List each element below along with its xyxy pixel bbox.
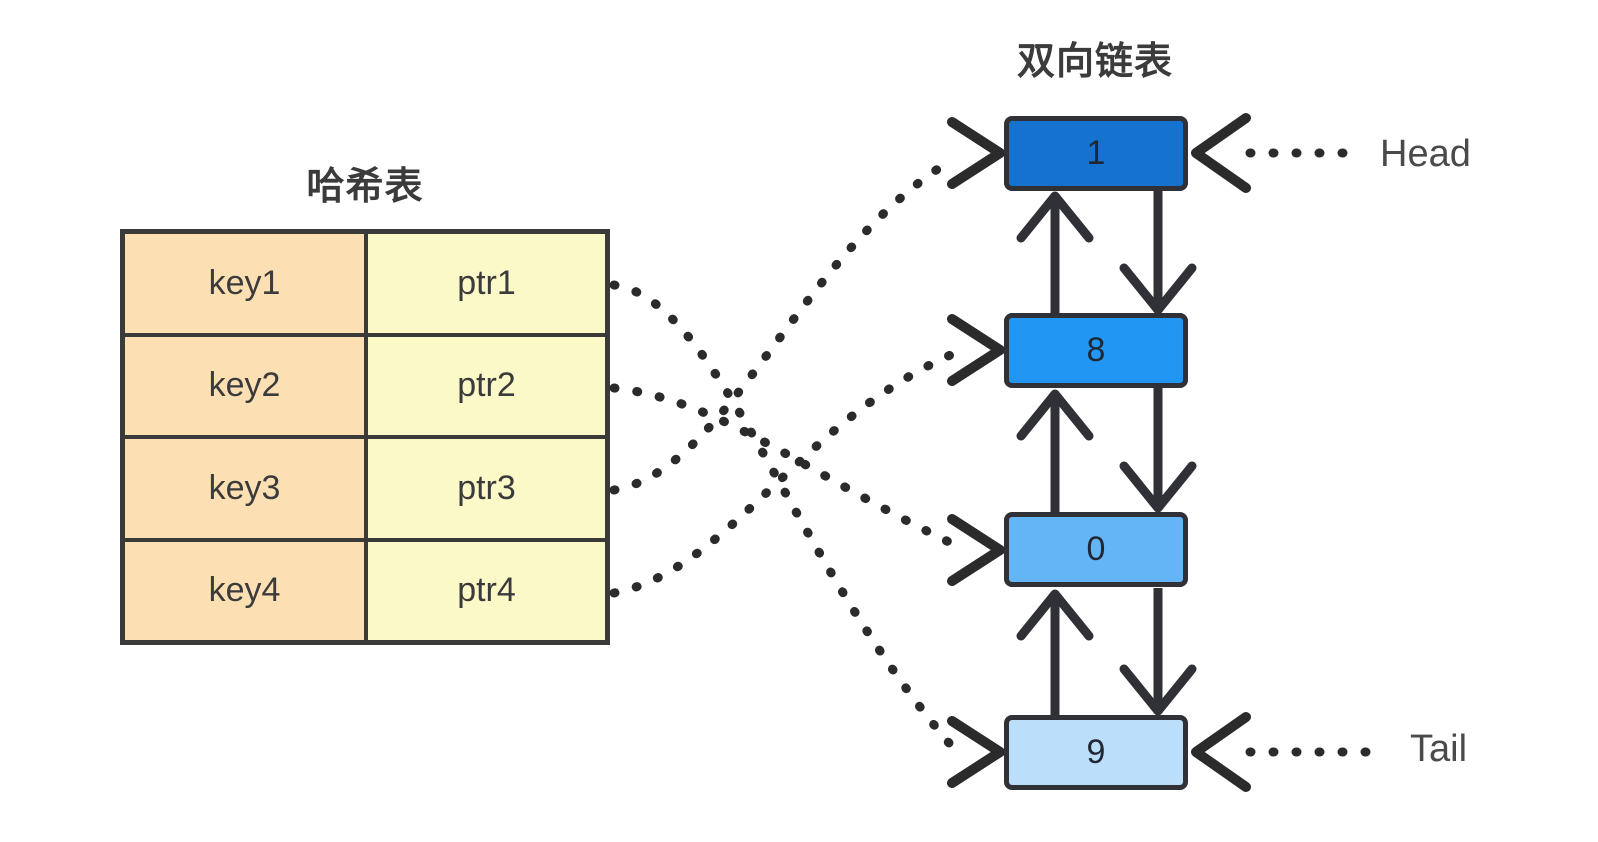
table-row: key3 ptr3 xyxy=(125,439,605,542)
list-node-0[interactable]: 0 xyxy=(1004,512,1188,587)
pointer-curve-ptr3-to-1 xyxy=(609,153,960,495)
endpoint-dotted-lines xyxy=(1245,148,1390,757)
hash-table: key1 ptr1 key2 ptr2 key3 ptr3 key4 ptr4 xyxy=(120,229,610,645)
list-node-value: 9 xyxy=(1086,733,1106,771)
list-node-value: 1 xyxy=(1086,134,1106,172)
list-node-9[interactable]: 9 xyxy=(1004,715,1188,790)
pointer-curve-ptr2-to-0 xyxy=(609,383,960,550)
list-node-value: 0 xyxy=(1086,530,1106,568)
table-row: key2 ptr2 xyxy=(125,336,605,439)
arrowhead-next-1-to-8 xyxy=(1119,263,1197,315)
arrowhead-tail xyxy=(1191,712,1251,792)
pointer-curves xyxy=(609,153,960,755)
tail-label: Tail xyxy=(1410,728,1468,770)
arrowhead-into-node-9 xyxy=(947,716,1005,788)
arrowhead-prev-9-to-0 xyxy=(1016,589,1094,641)
pointer-curve-ptr4-to-8 xyxy=(609,348,960,598)
arrowhead-into-node-0 xyxy=(947,514,1005,586)
hash-ptr-cell: ptr4 xyxy=(368,541,605,640)
arrowhead-into-node-1 xyxy=(947,117,1005,189)
list-node-value: 8 xyxy=(1086,331,1106,369)
hash-ptr-cell: ptr1 xyxy=(368,234,605,333)
list-node-8[interactable]: 8 xyxy=(1004,313,1188,388)
table-row: key1 ptr1 xyxy=(125,234,605,337)
hash-key-cell: key3 xyxy=(125,439,368,538)
head-label: Head xyxy=(1380,133,1471,175)
pointer-arrowheads xyxy=(947,117,1005,788)
node-link-arrows xyxy=(1016,190,1197,720)
pointer-curve-ptr1-to-9 xyxy=(609,280,960,755)
arrowhead-prev-8-to-1 xyxy=(1016,191,1094,243)
hash-table-title: 哈希表 xyxy=(306,166,424,208)
arrowhead-prev-0-to-8 xyxy=(1016,389,1094,441)
arrowhead-head xyxy=(1191,113,1251,193)
hash-key-cell: key4 xyxy=(125,541,368,640)
hash-key-cell: key1 xyxy=(125,234,368,333)
endpoint-arrowheads xyxy=(1191,113,1251,792)
arrowhead-next-0-to-9 xyxy=(1119,664,1197,716)
arrowhead-next-8-to-0 xyxy=(1119,461,1197,513)
hash-ptr-cell: ptr3 xyxy=(368,439,605,538)
table-row: key4 ptr4 xyxy=(125,541,605,640)
arrowhead-into-node-8 xyxy=(947,314,1005,386)
hash-ptr-cell: ptr2 xyxy=(368,336,605,435)
hash-key-cell: key2 xyxy=(125,336,368,435)
list-node-1[interactable]: 1 xyxy=(1004,116,1188,191)
linked-list-title: 双向链表 xyxy=(1016,41,1173,83)
